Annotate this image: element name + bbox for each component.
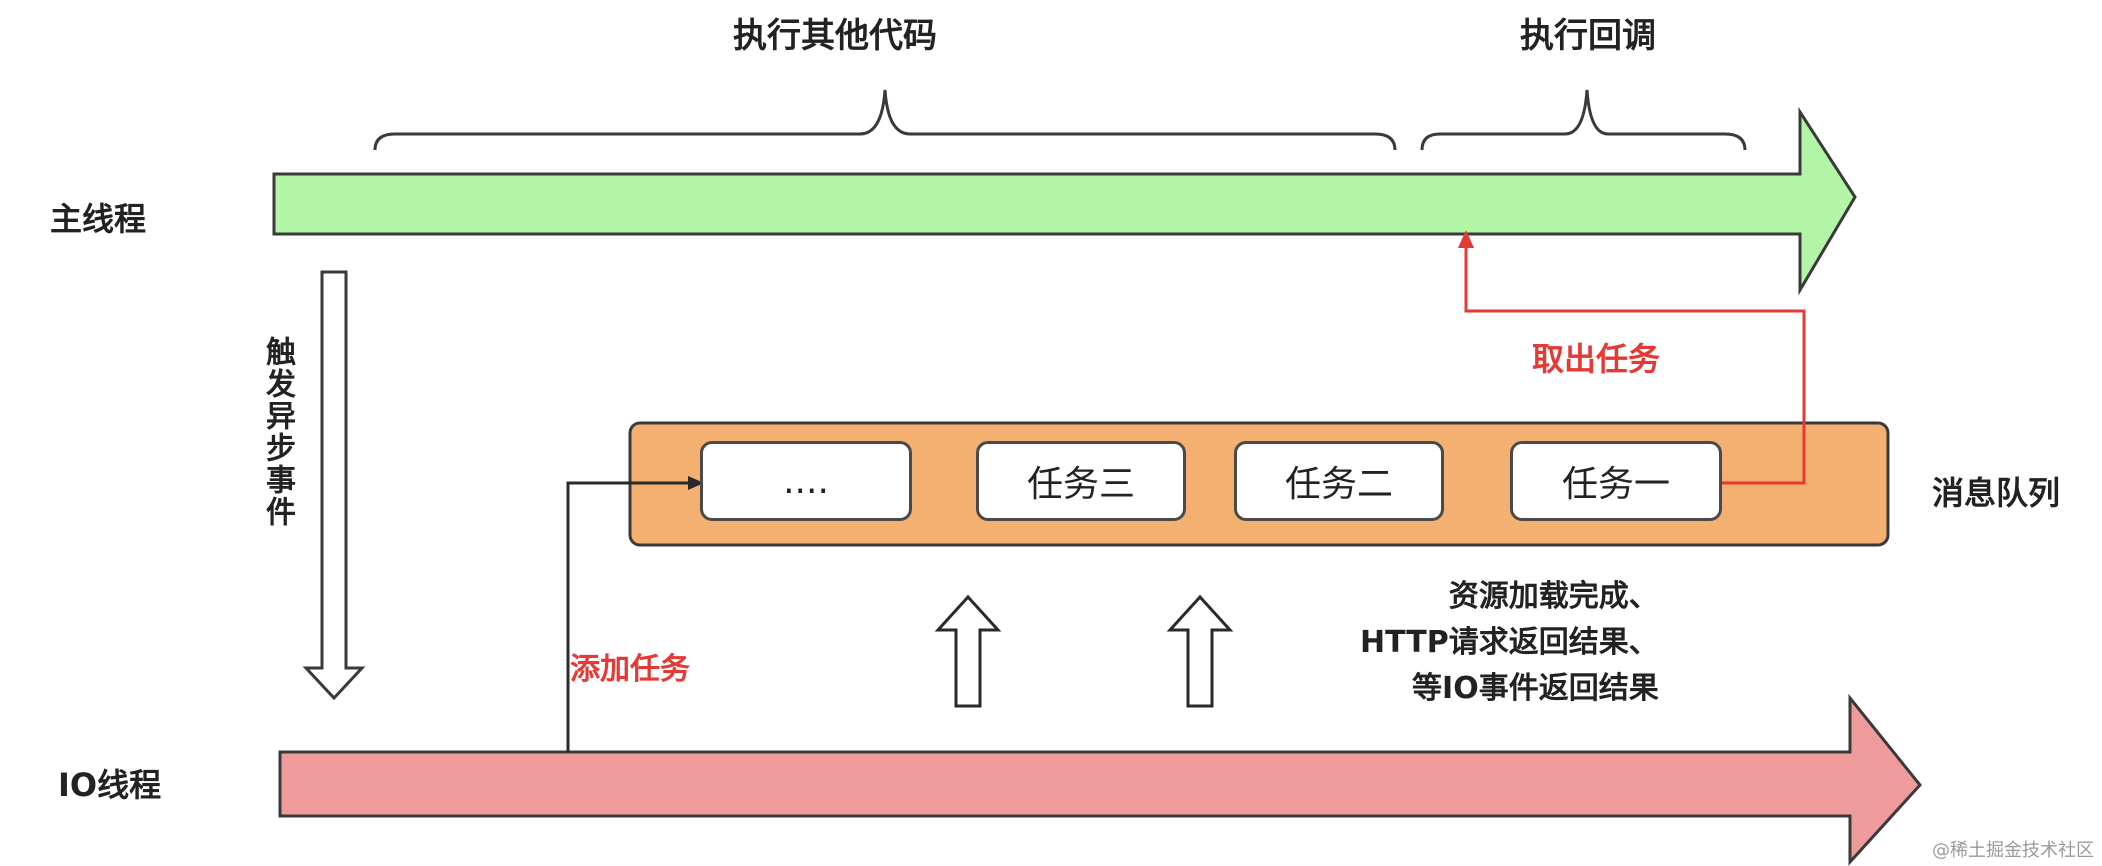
add-task-label: 添加任务 <box>570 652 690 687</box>
watermark: @稀土掘金技术社区 <box>1932 840 2094 861</box>
queue-task-ellipsis: .... <box>700 441 912 521</box>
brace-exec-callback <box>1420 89 1747 151</box>
trigger-down-arrow <box>302 270 366 701</box>
queue-task-3: 任务三 <box>976 441 1186 521</box>
io-event-up-arrow-2 <box>1166 594 1234 708</box>
take-task-arrowhead <box>1458 230 1474 248</box>
main-thread-label: 主线程 <box>50 200 147 238</box>
take-task-label: 取出任务 <box>1532 340 1661 378</box>
io-events-line-2: HTTP请求返回结果、 <box>1360 625 1659 660</box>
io-events-text: 资源加载完成、 HTTP请求返回结果、 等IO事件返回结果 <box>1360 574 1659 712</box>
io-event-up-arrow-1 <box>934 594 1002 708</box>
io-thread-label: IO线程 <box>58 766 162 804</box>
take-task-connector <box>1464 246 1806 485</box>
add-task-arrowhead <box>688 476 704 490</box>
brace-exec-other <box>373 89 1397 151</box>
queue-task-2: 任务二 <box>1234 441 1444 521</box>
exec-other-code-label: 执行其他代码 <box>733 16 937 56</box>
exec-callback-label: 执行回调 <box>1520 16 1656 56</box>
io-events-line-3: 等IO事件返回结果 <box>1412 671 1659 706</box>
main-thread-arrow <box>272 106 1857 296</box>
queue-task-1: 任务一 <box>1510 441 1722 521</box>
add-task-connector <box>566 481 690 752</box>
io-events-line-1: 资源加载完成、 <box>1448 579 1659 614</box>
io-thread-arrow <box>278 693 1922 866</box>
trigger-async-event-label: 触发异步事件 <box>260 336 295 528</box>
message-queue-label: 消息队列 <box>1932 474 2061 512</box>
